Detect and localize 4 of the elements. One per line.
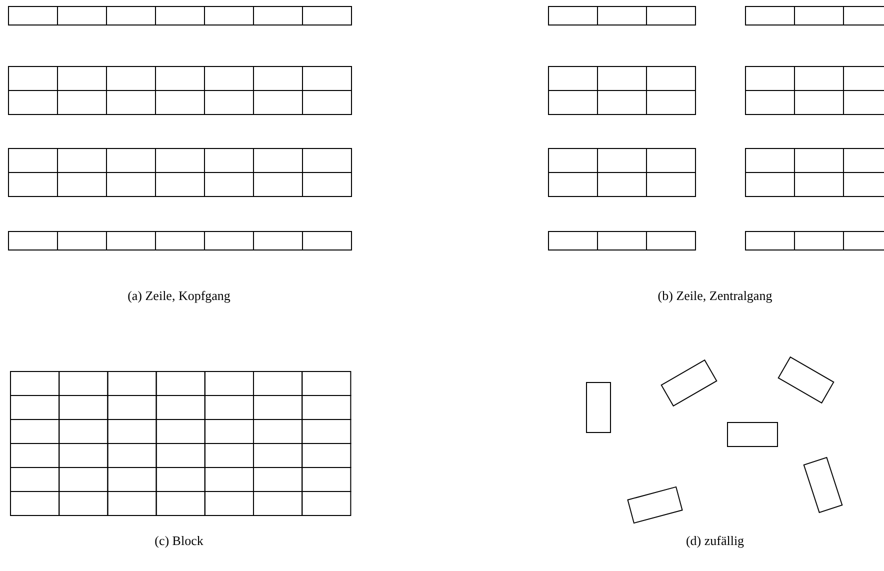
caption: (a) Zeile, Kopfgang	[128, 288, 230, 304]
caption: (d) zufällig	[686, 533, 744, 549]
caption: (c) Block	[154, 533, 204, 549]
caption: (b) Zeile, Zentralgang	[658, 288, 772, 304]
